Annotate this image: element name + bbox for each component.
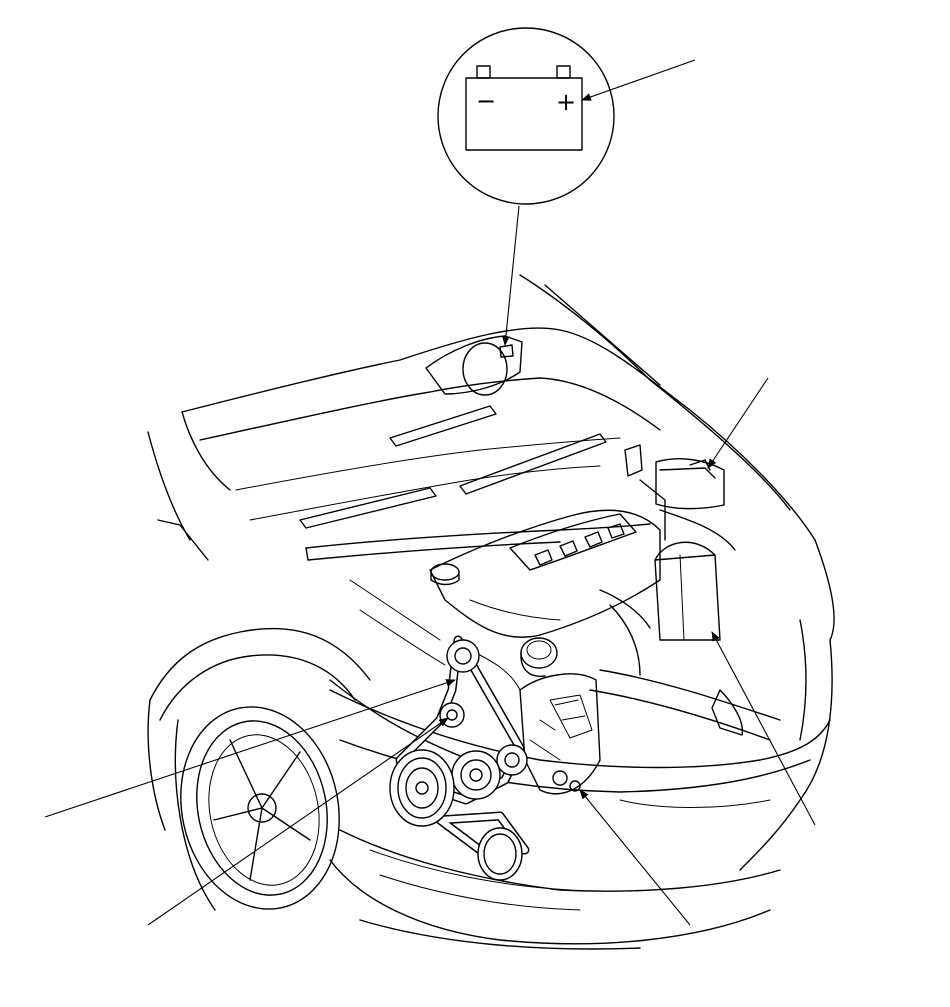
leader-callout-to-battery — [501, 205, 520, 346]
pulley — [446, 639, 480, 673]
leader-tensioner — [147, 717, 449, 926]
battery-negative-symbol: − — [476, 87, 496, 115]
tensioner-pulley — [439, 702, 465, 728]
leader-drive-belt — [44, 679, 456, 818]
battery-positive-symbol: + — [556, 88, 576, 116]
engine-compartment — [349, 444, 736, 881]
ac-compressor-pulley — [477, 827, 523, 881]
leader-battery-positive — [581, 59, 696, 101]
leader-lines — [44, 59, 816, 926]
battery-detail-callout: − + — [437, 27, 615, 205]
battery-icon: − + — [465, 65, 583, 151]
leader-alternator — [579, 789, 691, 926]
alternator-pulley — [496, 744, 528, 776]
leader-fuse-box — [707, 377, 769, 469]
leader-battery-box — [711, 631, 816, 826]
crankshaft-pulley — [389, 749, 455, 827]
idler-pulley — [451, 750, 501, 800]
